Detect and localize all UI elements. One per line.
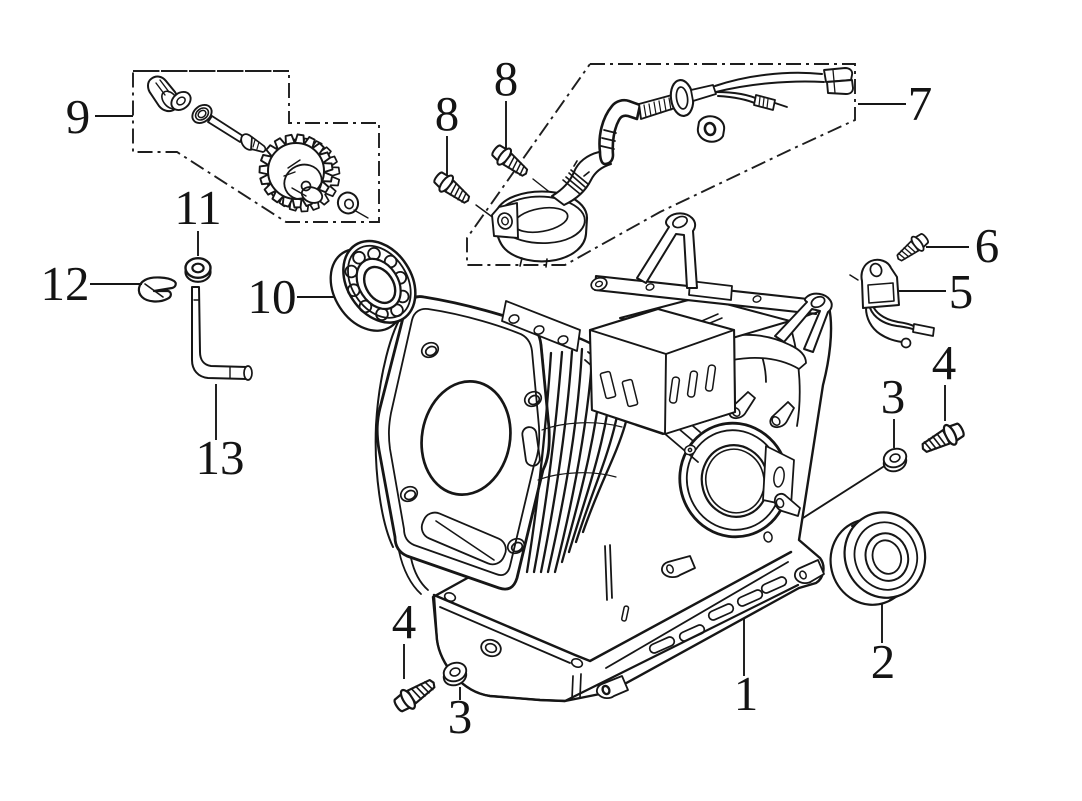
svg-text:11: 11 [174,180,221,235]
svg-text:4: 4 [392,594,417,649]
svg-text:8: 8 [435,86,460,141]
svg-text:12: 12 [41,256,90,311]
svg-text:1: 1 [734,666,759,721]
svg-text:10: 10 [248,269,297,324]
svg-text:2: 2 [871,634,896,689]
svg-text:9: 9 [66,89,91,144]
svg-text:8: 8 [494,51,519,106]
svg-text:4: 4 [932,335,957,390]
svg-text:13: 13 [196,430,245,485]
svg-text:5: 5 [949,264,974,319]
svg-text:7: 7 [908,76,933,131]
svg-text:3: 3 [881,369,906,424]
svg-text:6: 6 [975,218,1000,273]
